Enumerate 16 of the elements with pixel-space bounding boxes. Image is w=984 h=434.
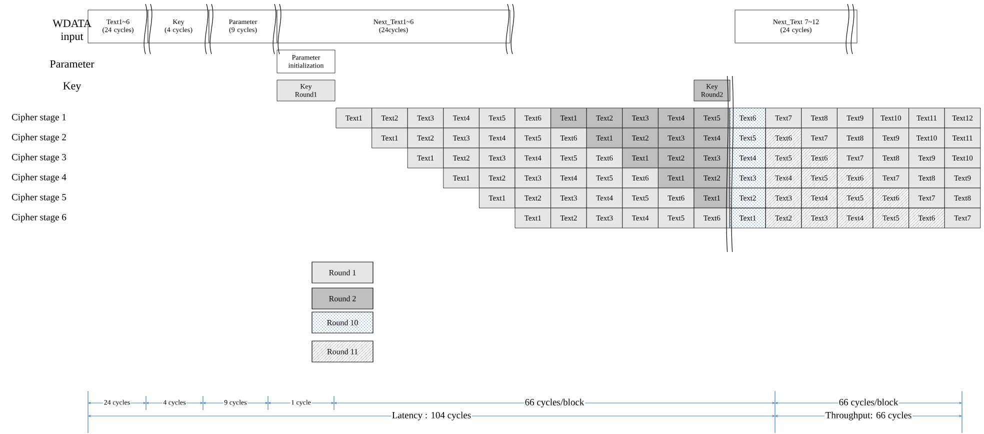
row-label: Cipher stage 5 <box>12 194 66 202</box>
legend-box: Round 11 <box>312 340 374 362</box>
legend-box: Round 10 <box>312 312 374 334</box>
row-label: Parameter <box>50 60 94 68</box>
row-label: Cipher stage 1 <box>12 114 66 122</box>
dimension-label: Throughput: 66 cycles <box>824 410 912 422</box>
dimension-label: Latency : 104 cycles <box>391 410 472 422</box>
dimension-label: 66 cycles/block <box>524 398 585 408</box>
row-label: Cipher stage 6 <box>12 214 66 222</box>
row-label: Cipher stage 2 <box>12 134 66 142</box>
legend-box: Round 2 <box>312 288 374 310</box>
row-label: Cipher stage 3 <box>12 154 66 162</box>
row-label: Cipher stage 4 <box>12 174 66 182</box>
legend-box: Round 1 <box>312 262 374 284</box>
row-label: Key <box>63 82 82 92</box>
dimension-label: 66 cycles/block <box>838 398 899 408</box>
